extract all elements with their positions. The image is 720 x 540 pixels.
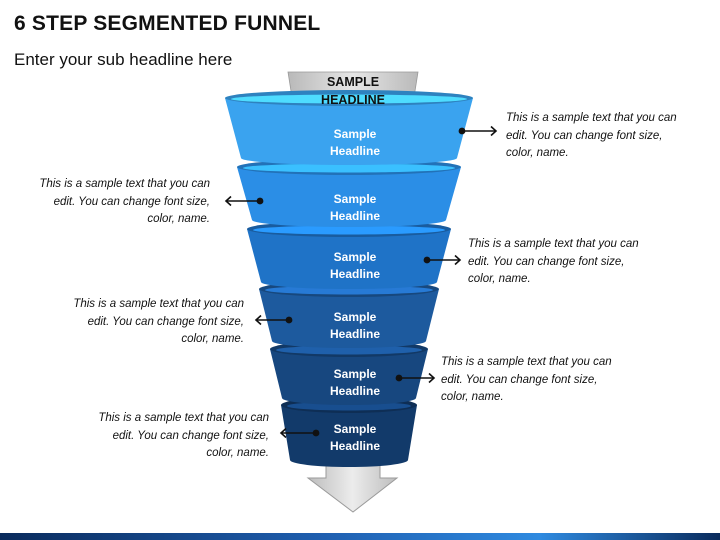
top-headline-line2: HEADLINE	[321, 93, 385, 107]
page-title: 6 STEP SEGMENTED FUNNEL	[14, 12, 321, 35]
segment-opening	[276, 345, 422, 355]
segment-body	[259, 289, 439, 348]
page-subtitle: Enter your sub headline here	[14, 50, 233, 69]
segment-label-line2: Headline	[329, 144, 380, 158]
connector-arrowhead	[279, 427, 287, 439]
segment-label-line2: Headline	[329, 439, 380, 453]
segment-description-5: This is a sample text that you can edit.…	[441, 356, 612, 403]
connector-arrow-4	[254, 314, 293, 326]
segment-body	[237, 167, 461, 227]
funnel-segment-1	[225, 90, 473, 165]
segment-label-line1: Sample	[333, 422, 377, 436]
segment-body	[247, 229, 451, 289]
connector-arrowhead	[490, 125, 498, 137]
segment-opening	[253, 225, 445, 235]
segment-label-line2: Headline	[329, 327, 380, 341]
connector-arrowhead	[454, 254, 462, 266]
connector-arrowhead	[224, 195, 232, 207]
top-headline-line1: SAMPLE	[326, 75, 380, 89]
segment-body	[281, 405, 417, 467]
funnel-segment-2	[237, 159, 461, 227]
segment-label-line2: Headline	[329, 209, 380, 223]
segment-label-line1: Sample	[333, 127, 377, 141]
segment-description-3: This is a sample text that you can edit.…	[468, 238, 639, 285]
segment-description-2: This is a sample text that you can edit.…	[39, 178, 210, 225]
segment-description-4: This is a sample text that you can edit.…	[73, 298, 244, 345]
connector-arrowhead	[254, 314, 262, 326]
segment-label-line1: Sample	[333, 250, 377, 264]
connector-arrow-3	[423, 254, 462, 266]
segment-label-line1: Sample	[333, 192, 377, 206]
connector-arrow-6	[279, 427, 320, 439]
top-headline: SAMPLE HEADLINE	[288, 73, 418, 109]
connector-arrow-5	[395, 372, 436, 384]
segment-label-line2: Headline	[329, 267, 380, 281]
segment-body	[270, 349, 428, 405]
bottom-accent-bar	[0, 533, 720, 540]
connector-arrow-2	[224, 195, 264, 207]
segment-description-1: This is a sample text that you can edit.…	[506, 112, 677, 159]
segment-label-line1: Sample	[333, 367, 377, 381]
segment-opening	[231, 94, 467, 104]
connector-arrowhead	[428, 372, 436, 384]
segment-body	[225, 98, 473, 165]
segment-opening	[243, 163, 455, 173]
segment-label-line1: Sample	[333, 310, 377, 324]
connector-arrow-1	[458, 125, 498, 137]
segment-description-6: This is a sample text that you can edit.…	[98, 412, 269, 459]
segment-label-line2: Headline	[329, 384, 380, 398]
